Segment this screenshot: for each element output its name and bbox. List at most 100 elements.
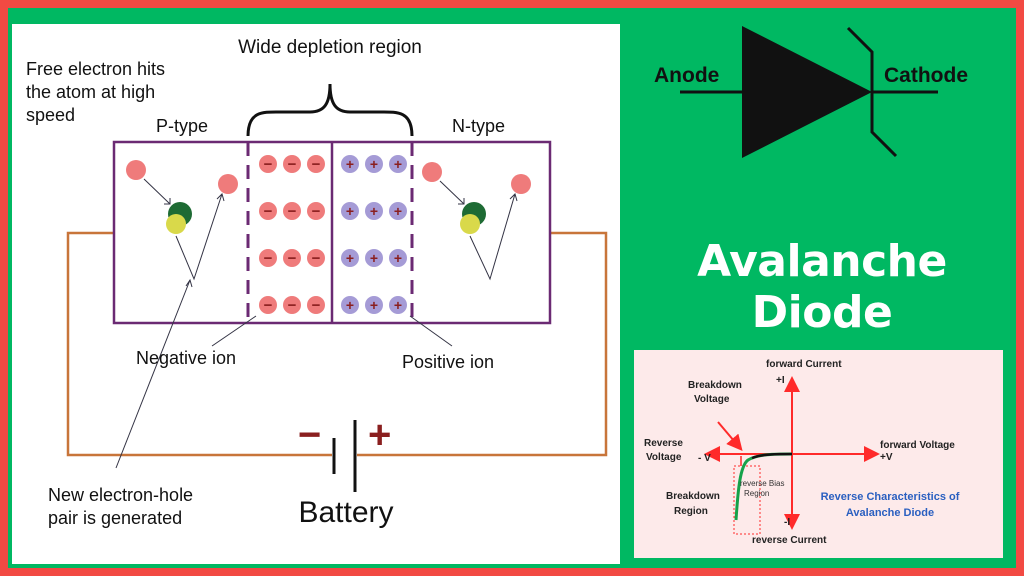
free-electron-n xyxy=(422,162,442,182)
negative-ion-label: Negative ion xyxy=(136,348,236,368)
svg-text:+: + xyxy=(370,297,378,313)
free-electron-p xyxy=(126,160,146,180)
forward-voltage-label: forward Voltage xyxy=(880,440,955,451)
reverse-current-label: reverse Current xyxy=(752,535,827,546)
circuit-wire xyxy=(66,231,608,457)
pn-junction-box xyxy=(112,140,552,325)
forward-current-label: forward Current xyxy=(766,359,842,370)
negative-ion: − xyxy=(259,202,277,220)
minus-v-label: - V xyxy=(698,453,711,464)
reverse-characteristics-graph: forward Current +I forward Voltage +V Re… xyxy=(644,359,960,546)
minus-i-label: -I xyxy=(784,517,790,528)
svg-text:−: − xyxy=(312,250,321,267)
battery-minus-sign: − xyxy=(298,413,321,457)
positive-ion: + xyxy=(341,296,359,314)
svg-text:+: + xyxy=(346,156,354,172)
negative-ion: − xyxy=(307,202,325,220)
new-pair-label-line-2: pair is generated xyxy=(48,508,182,528)
diode-triangle xyxy=(742,26,872,158)
svg-text:−: − xyxy=(312,297,321,314)
svg-text:−: − xyxy=(264,250,273,267)
depletion-boundaries xyxy=(246,142,414,323)
positive-ion: + xyxy=(389,249,407,267)
ejected-electron-p xyxy=(218,174,238,194)
positive-ion: + xyxy=(341,155,359,173)
svg-text:−: − xyxy=(264,203,273,220)
negative-ion: − xyxy=(307,155,325,173)
plus-i-label: +I xyxy=(776,375,785,386)
negative-ion: − xyxy=(259,249,277,267)
svg-text:−: − xyxy=(264,297,273,314)
negative-ion: − xyxy=(283,202,301,220)
negative-ion: − xyxy=(259,296,277,314)
reverse-curve-black xyxy=(751,452,793,460)
new-pair-label-line-1: New electron-hole xyxy=(48,485,193,505)
positive-ion: + xyxy=(365,202,383,220)
diode-symbol-panel: Anode Cathode xyxy=(630,16,1010,196)
svg-text:−: − xyxy=(288,250,297,267)
reverse-characteristics-panel: forward Current +I forward Voltage +V Re… xyxy=(634,350,1003,558)
svg-text:+: + xyxy=(394,203,402,219)
positive-ion: + xyxy=(365,296,383,314)
breakdown-region-box xyxy=(733,465,761,535)
pointer-lines xyxy=(115,278,453,469)
negative-ion: − xyxy=(283,155,301,173)
positive-ion: + xyxy=(365,249,383,267)
free-electron-label-line-1: Free electron hits xyxy=(26,59,165,79)
svg-text:+: + xyxy=(370,156,378,172)
svg-text:+: + xyxy=(394,250,402,266)
negative-ion: − xyxy=(283,249,301,267)
depletion-brace xyxy=(246,83,414,137)
graph-caption-line-2: Avalanche Diode xyxy=(846,507,934,519)
svg-text:−: − xyxy=(288,156,297,173)
svg-text:+: + xyxy=(346,250,354,266)
free-electron-label-line-3: speed xyxy=(26,105,75,125)
reverse-voltage-label-2: Voltage xyxy=(646,452,682,463)
svg-text:+: + xyxy=(370,250,378,266)
reverse-voltage-label-1: Reverse xyxy=(644,438,683,449)
battery-label: Battery xyxy=(298,496,393,529)
svg-text:+: + xyxy=(394,297,402,313)
n-type-label: N-type xyxy=(452,116,505,136)
negative-ions: − − − − − − − − − − − − xyxy=(259,155,325,314)
depletion-label: Wide depletion region xyxy=(238,37,422,58)
positive-ion: + xyxy=(341,249,359,267)
svg-text:−: − xyxy=(312,156,321,173)
battery-plus-sign: + xyxy=(368,413,391,457)
hole-n xyxy=(460,214,480,234)
hole-p xyxy=(166,214,186,234)
positive-ion: + xyxy=(389,155,407,173)
depletion-diagram: Wide depletion region Free electron hits… xyxy=(26,37,608,529)
positive-ion-label: Positive ion xyxy=(402,352,494,372)
svg-text:+: + xyxy=(346,203,354,219)
plus-v-label: +V xyxy=(880,452,893,463)
breakdown-voltage-label-1: Breakdown xyxy=(688,380,742,391)
graph-caption-line-1: Reverse Characteristics of xyxy=(821,491,960,503)
positive-ion: + xyxy=(341,202,359,220)
free-electron-label-line-2: the atom at high xyxy=(26,82,155,102)
battery-symbol xyxy=(332,420,357,492)
svg-text:−: − xyxy=(288,203,297,220)
cathode-label: Cathode xyxy=(884,64,968,87)
svg-text:−: − xyxy=(288,297,297,314)
positive-ion: + xyxy=(365,155,383,173)
collision-arrows-p xyxy=(143,178,225,281)
svg-text:+: + xyxy=(346,297,354,313)
breakdown-region-label-2: Region xyxy=(674,506,708,517)
svg-text:−: − xyxy=(312,203,321,220)
page-title: Avalanche Diode xyxy=(697,236,947,338)
avalanche-diode-symbol: Anode Cathode xyxy=(654,26,968,158)
negative-ion: − xyxy=(259,155,277,173)
anode-label: Anode xyxy=(654,64,719,87)
negative-ion: − xyxy=(307,296,325,314)
negative-ion: − xyxy=(283,296,301,314)
breakdown-region-label-1: Breakdown xyxy=(666,491,720,502)
positive-ion: + xyxy=(389,296,407,314)
breakdown-voltage-label-2: Voltage xyxy=(694,394,730,405)
positive-ions: + + + + + + + + + + + + xyxy=(341,155,407,314)
reverse-bias-region-label-1: reverse Bias xyxy=(740,479,784,488)
positive-ion: + xyxy=(389,202,407,220)
collision-arrows-n xyxy=(439,180,518,281)
depletion-diagram-panel: Wide depletion region Free electron hits… xyxy=(12,24,620,564)
svg-text:−: − xyxy=(264,156,273,173)
